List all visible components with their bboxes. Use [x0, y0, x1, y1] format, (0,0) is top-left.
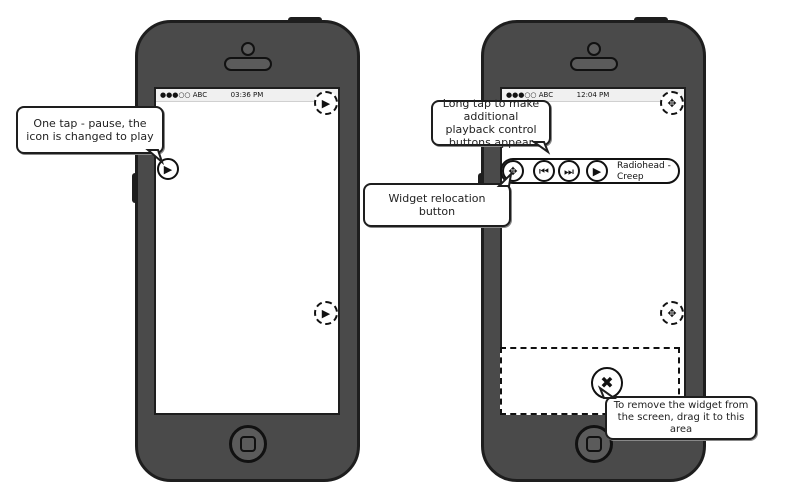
relocate-widget-middle[interactable]: ✥ [660, 301, 684, 325]
callout-relocation: Widget relocation button [363, 183, 511, 227]
callout-long-tap-tail [534, 142, 554, 154]
play-icon: ▶ [322, 308, 330, 319]
camera [241, 42, 255, 56]
skip-back-button[interactable]: ⏮ [533, 160, 555, 182]
callout-long-tap: Long tap to make additional playback con… [431, 100, 551, 146]
callout-remove-text: To remove the widget from the screen, dr… [613, 400, 749, 436]
callout-pause-tail [148, 150, 168, 164]
skip-forward-icon: ⏭ [564, 166, 574, 177]
callout-long-tap-text: Long tap to make additional playback con… [439, 97, 543, 149]
play-button[interactable]: ▶ [586, 160, 608, 182]
callout-pause-text: One tap - pause, the icon is changed to … [24, 117, 156, 143]
callout-remove: To remove the widget from the screen, dr… [605, 396, 757, 440]
clock: 03:36 PM [156, 89, 338, 101]
speaker [570, 57, 618, 71]
power-button [288, 17, 322, 23]
skip-forward-button[interactable]: ⏭ [558, 160, 580, 182]
volume-button [132, 173, 137, 203]
playback-widget: ✥ ⏮ ⏭ ▶ Radiohead - Creep [500, 158, 680, 184]
power-button [634, 17, 668, 23]
skip-back-icon: ⏮ [539, 166, 549, 177]
status-bar: ●●●○○ ABC 03:36 PM [156, 89, 338, 102]
move-icon: ✥ [667, 98, 676, 109]
callout-relocation-text: Widget relocation button [371, 192, 503, 218]
callout-relocation-tail [499, 174, 515, 188]
track-title: Radiohead - Creep [617, 161, 681, 183]
home-button [229, 425, 267, 463]
relocate-widget-top[interactable]: ✥ [660, 91, 684, 115]
callout-remove-tail [600, 388, 618, 400]
speaker [224, 57, 272, 71]
move-icon: ✥ [667, 308, 676, 319]
phone-left: ●●●○○ ABC 03:36 PM ▶ ▶ [135, 20, 360, 482]
play-icon: ▶ [593, 166, 601, 177]
play-widget-middle[interactable]: ▶ [314, 301, 338, 325]
camera [587, 42, 601, 56]
play-icon: ▶ [322, 98, 330, 109]
play-icon: ▶ [164, 164, 172, 175]
play-widget-top[interactable]: ▶ [314, 91, 338, 115]
callout-pause: One tap - pause, the icon is changed to … [16, 106, 164, 154]
phone-screen: ●●●○○ ABC 03:36 PM ▶ ▶ [154, 87, 340, 415]
